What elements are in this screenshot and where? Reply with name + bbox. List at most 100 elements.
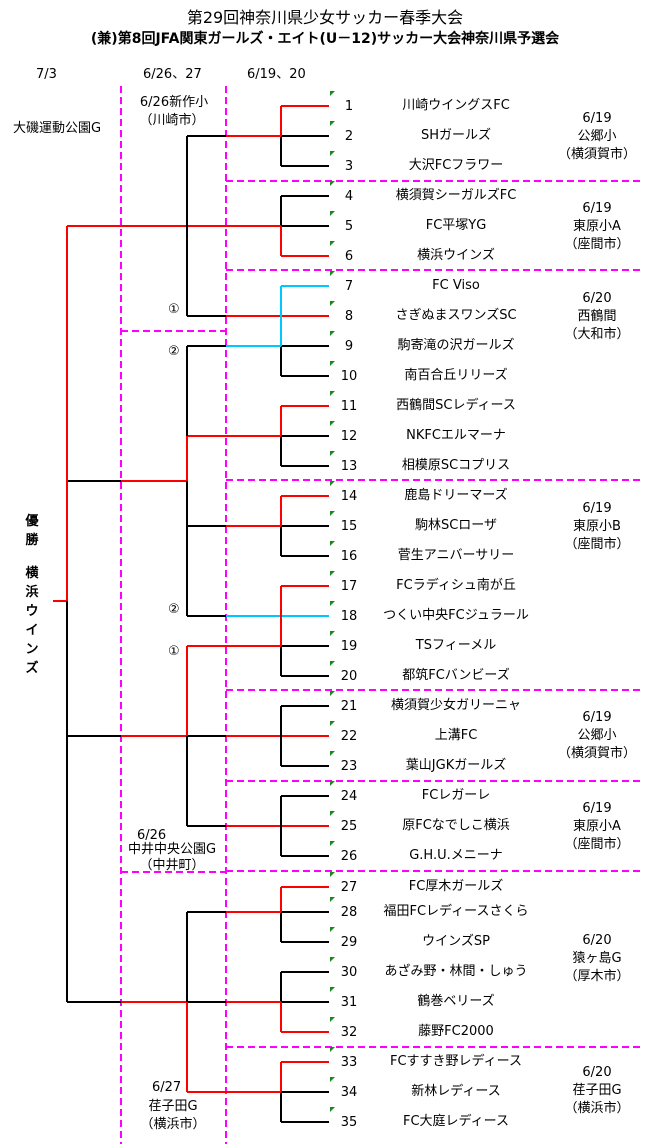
group-venue-venue: 東原小B (573, 519, 621, 534)
team-name: 横須賀少女ガリーニャ (390, 698, 522, 713)
team-name: TSフィーメル (415, 638, 497, 653)
flag-icon (330, 957, 335, 962)
team-number: 4 (344, 189, 354, 204)
group-venue-date: 6/20 (582, 933, 612, 948)
team-name: FC厚木ガールズ (408, 879, 504, 894)
match-mark-4: ① (168, 644, 180, 659)
team-number: 33 (340, 1055, 358, 1070)
team-name: FC大庭レディース (403, 1114, 509, 1129)
flag-icon (330, 1077, 335, 1082)
semi-mid-city: （中井町） (139, 858, 205, 873)
team-name: 都筑FCバンビーズ (402, 668, 510, 683)
team-number: 8 (344, 309, 354, 324)
team-name: さぎぬまスワンズSC (395, 308, 517, 323)
team-number: 26 (340, 849, 358, 864)
team-number: 17 (340, 579, 358, 594)
team-number: 3 (344, 159, 354, 174)
group-venue-city: （座間市） (564, 537, 630, 552)
group-venue-city: （厚木市） (564, 969, 630, 984)
flag-icon (330, 421, 335, 426)
flag-icon (330, 751, 335, 756)
team-number: 7 (344, 279, 354, 294)
team-name: 大沢FCフラワー (408, 158, 504, 173)
match-mark-1: ① (168, 302, 180, 317)
flag-icon (330, 1017, 335, 1022)
round-date-group: 6/19、20 (247, 67, 306, 82)
round-date-final: 7/3 (36, 67, 57, 82)
flag-icon (330, 121, 335, 126)
flag-icon (330, 811, 335, 816)
group-venue-venue: 公郷小 (577, 728, 617, 743)
team-name: 菅生アニバーサリー (397, 548, 515, 563)
team-name: 福田FCレディースさくら (383, 904, 529, 919)
match-mark-2: ② (168, 344, 180, 359)
group-venue-date: 6/20 (582, 291, 612, 306)
team-number: 13 (340, 459, 358, 474)
semi-top-city: （川崎市） (139, 113, 205, 128)
team-name: ウインズSP (422, 934, 490, 949)
team-name: 横須賀シーガルズFC (395, 188, 517, 203)
group-venue-date: 6/19 (582, 111, 612, 126)
group-venue-venue: 猿ヶ島G (572, 951, 622, 966)
group-venue-city: （座間市） (564, 237, 630, 252)
team-number: 11 (340, 399, 358, 414)
group-venue-date: 6/19 (582, 501, 612, 516)
group-venue-city: （大和市） (564, 327, 630, 342)
team-name: FCラディシュ南が丘 (396, 578, 516, 593)
team-number: 24 (340, 789, 358, 804)
team-name: SHガールズ (420, 128, 492, 143)
team-name: FCすすき野レディース (390, 1054, 522, 1069)
group-venue-city: （座間市） (564, 837, 630, 852)
flag-icon (330, 331, 335, 336)
flag-icon (330, 481, 335, 486)
team-number: 23 (340, 759, 358, 774)
team-name: 葉山JGKガールズ (405, 758, 507, 773)
flag-icon (330, 1047, 335, 1052)
team-name: 上溝FC (434, 728, 478, 743)
flag-icon (330, 691, 335, 696)
team-number: 10 (340, 369, 358, 384)
team-number: 28 (340, 905, 358, 920)
flag-icon (330, 241, 335, 246)
flag-icon (330, 661, 335, 666)
flag-icon (330, 151, 335, 156)
team-number: 29 (340, 935, 358, 950)
team-name: つくい中央FCジュラール (383, 608, 529, 623)
team-name: 横浜ウインズ (417, 248, 495, 263)
team-number: 32 (340, 1025, 358, 1040)
team-number: 22 (340, 729, 358, 744)
flag-icon (330, 721, 335, 726)
flag-icon (330, 301, 335, 306)
page-title: 第29回神奈川県少女サッカー春季大会 (186, 8, 464, 27)
team-number: 2 (344, 129, 354, 144)
flag-icon (330, 631, 335, 636)
team-number: 30 (340, 965, 358, 980)
team-number: 27 (340, 880, 358, 895)
group-venue-city: （横須賀市） (557, 147, 637, 162)
group-venue-venue: 東原小A (573, 219, 621, 234)
team-number: 6 (344, 249, 354, 264)
group-venue-city: （横浜市） (564, 1101, 630, 1116)
team-name: 原FCなでしこ横浜 (402, 818, 510, 833)
team-number: 9 (344, 339, 354, 354)
team-number: 35 (340, 1115, 358, 1130)
team-number: 20 (340, 669, 358, 684)
team-name: 新林レディース (411, 1084, 501, 1099)
team-name: NKFCエルマーナ (406, 428, 506, 443)
flag-icon (330, 872, 335, 877)
flag-icon (330, 91, 335, 96)
group-venue-venue: 東原小A (573, 819, 621, 834)
team-number: 18 (340, 609, 358, 624)
flag-icon (330, 841, 335, 846)
team-name: 西鶴間SCレディース (396, 398, 516, 413)
group-venue-venue: 西鶴間 (577, 309, 617, 324)
group-venue-date: 6/19 (582, 201, 612, 216)
team-name: FC Viso (432, 278, 480, 293)
match-mark-3: ② (168, 602, 180, 617)
team-number: 21 (340, 699, 358, 714)
flag-icon (330, 987, 335, 992)
final-venue: 大磯運動公園G (13, 121, 102, 136)
team-name: 鹿島ドリーマーズ (404, 488, 508, 503)
team-name: 鶴巻ベリーズ (417, 994, 495, 1009)
